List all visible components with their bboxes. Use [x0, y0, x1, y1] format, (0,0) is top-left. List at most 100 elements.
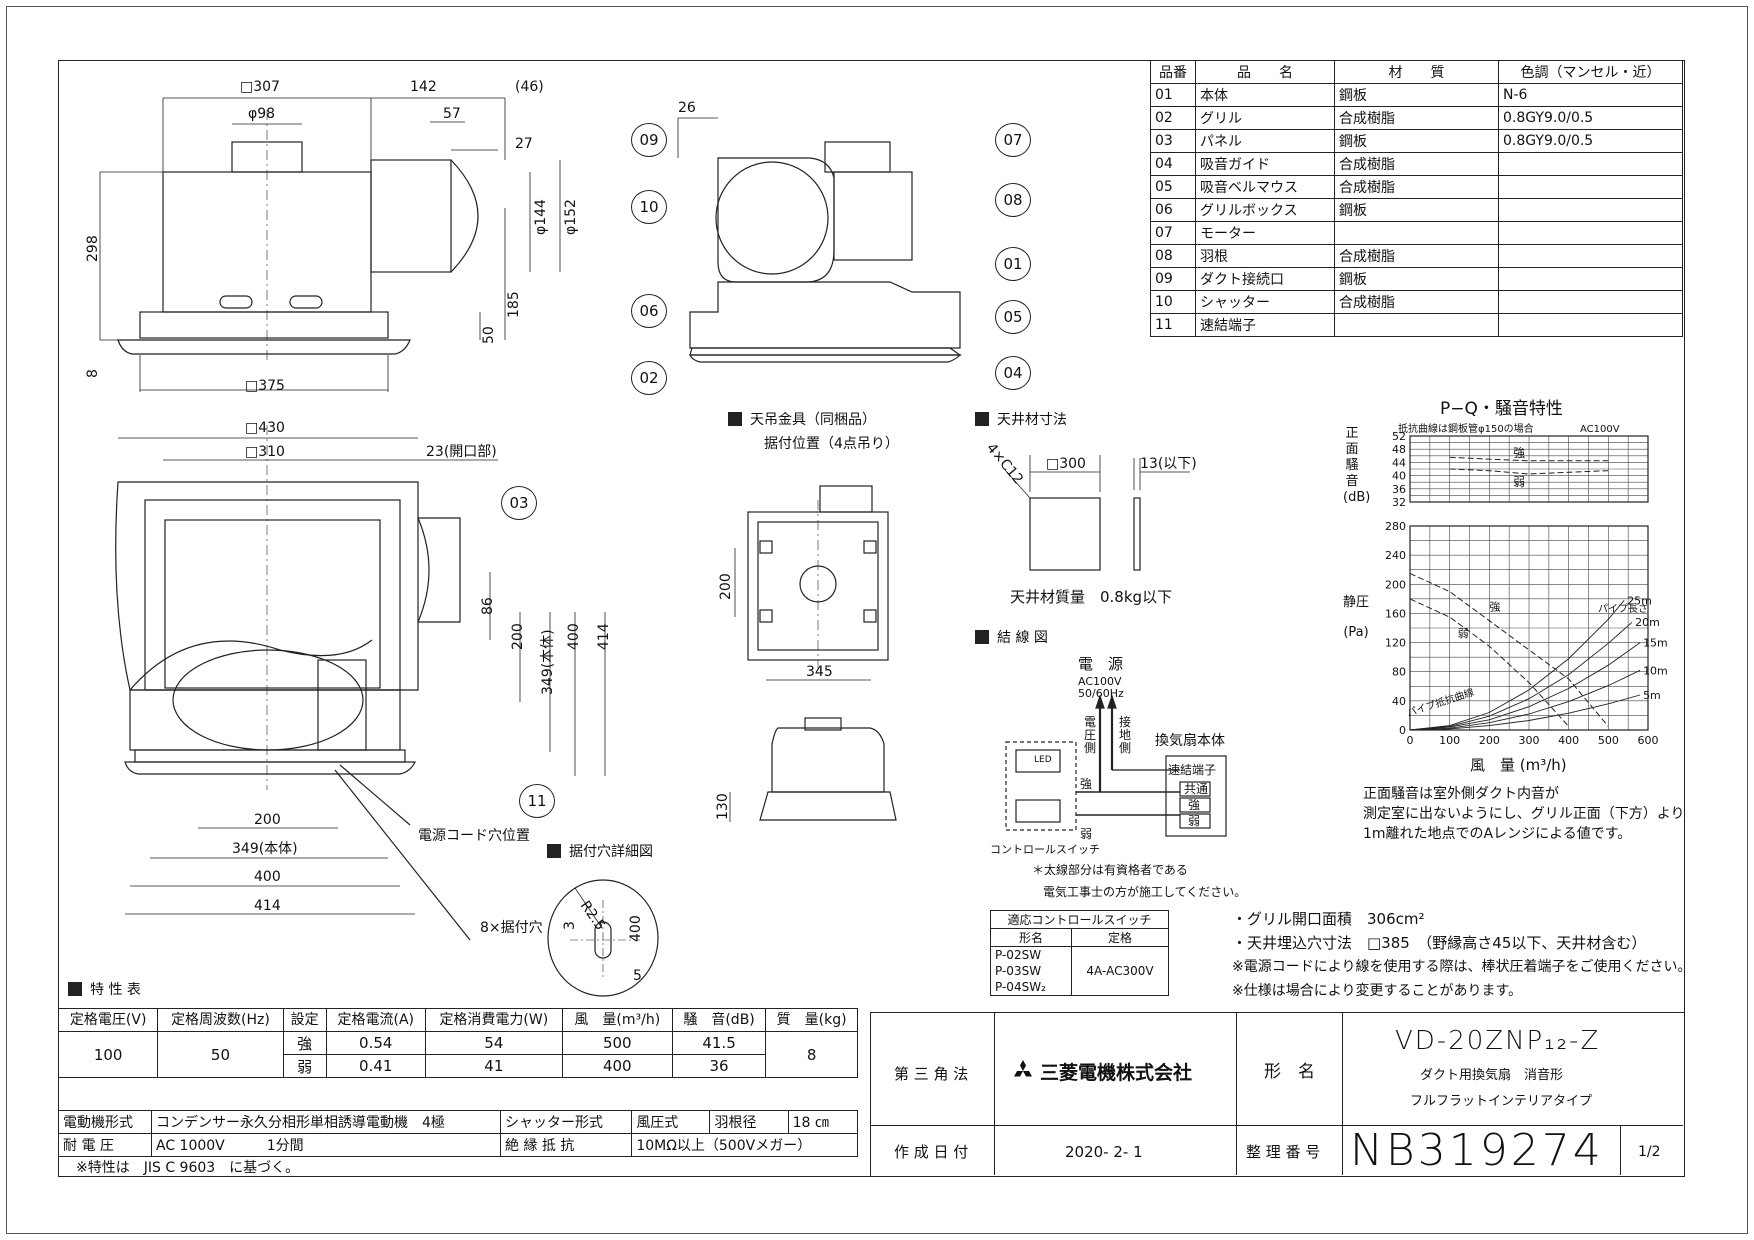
dim-349h: 349(本体): [232, 841, 298, 857]
wiring-weak-line: 弱: [1080, 827, 1093, 841]
dim-collar-paren: (46): [515, 79, 544, 95]
pressure-y-tick: 200: [1385, 578, 1406, 591]
parts-material: 鋼板: [1334, 267, 1499, 291]
parts-color: [1498, 221, 1683, 245]
hanger-dim-130: 130: [715, 793, 731, 820]
pressure-series-label: 弱: [1458, 627, 1469, 640]
dim-26: 26: [678, 100, 696, 116]
parts-color: [1498, 313, 1683, 337]
chart-supply: AC100V: [1580, 424, 1620, 435]
dim-200h: 200: [254, 812, 281, 828]
switch-table: 適応コントロールスイッチ 形名 定格 P-02SW P-03SW P-04SW₂…: [990, 910, 1169, 996]
pressure-series-label: 25m: [1627, 594, 1652, 607]
dim-414v: 414: [596, 623, 612, 650]
pressure-y-tick: 280: [1385, 520, 1406, 533]
parts-color: 0.8GY9.0/0.5: [1498, 129, 1683, 153]
chart-note-line: 測定室に出ないようにし、グリル正面（下方）より: [1363, 806, 1685, 822]
pressure-series-line: [1409, 598, 1570, 727]
parts-material: 合成樹脂: [1334, 175, 1499, 199]
note-line: ※電源コードにより線を使用する際は、棒状圧着端子をご使用ください。: [1232, 959, 1692, 975]
dim-27: 27: [515, 136, 533, 152]
noise-y-tick: 40: [1392, 470, 1406, 483]
parts-material: [1334, 221, 1499, 245]
motor-value: コンデンサー永久分相形単相誘導電動機 4極: [151, 1110, 501, 1134]
parts-name: グリル: [1195, 106, 1335, 130]
parts-color: [1498, 244, 1683, 268]
chart-pressure-ylabel: 静圧(Pa): [1343, 595, 1370, 640]
spec-footnote: ※特性は JIS C 9603 に基づく。: [76, 1160, 300, 1176]
parts-no: 07: [1150, 221, 1196, 245]
wiring-heading: 結 線 図: [975, 630, 1048, 646]
noise-y-tick: 32: [1392, 496, 1406, 509]
chart-note-line: 正面騒音は室外側ダクト内音が: [1363, 786, 1559, 802]
switch-col-model: 形名: [990, 928, 1072, 947]
company: 三菱電機株式会社: [1010, 1060, 1192, 1087]
parts-no: 02: [1150, 106, 1196, 130]
spec-noise: 36: [671, 1054, 767, 1078]
dim-86: 86: [480, 597, 496, 615]
chart-noise-note: 抵抗曲線は鋼板管φ150の場合: [1398, 424, 1534, 435]
tb-vline: [1236, 1012, 1237, 1175]
chart-note-line: 1m離れた地点でのAレンジによる値です。: [1363, 826, 1632, 842]
dim-collar: 142: [410, 79, 437, 95]
chart-legend-title: パイプ長さ: [1598, 604, 1648, 615]
noise-y-tick: 44: [1392, 456, 1406, 469]
parts-name: パネル: [1195, 129, 1335, 153]
parts-header-color: 色調（マンセル・近）: [1498, 60, 1683, 84]
dim-400h: 400: [254, 869, 281, 885]
chart-xlabel: 風 量 (m³/h): [1470, 756, 1567, 774]
parts-no: 08: [1150, 244, 1196, 268]
switch-model: P-04SW₂: [995, 980, 1046, 994]
section-marker-icon: [975, 630, 989, 644]
pressure-series-line: [1409, 621, 1633, 731]
dim-top-width: □307: [240, 79, 280, 95]
parts-color: [1498, 198, 1683, 222]
mount-detail-title: 据付穴詳細図: [569, 844, 653, 860]
detail-5: 5: [633, 968, 642, 984]
dim-bottom: □375: [245, 378, 285, 394]
number-label: 整 理 番 号: [1246, 1143, 1321, 1161]
dim-200v: 200: [510, 623, 526, 650]
detail-400: 400: [628, 915, 644, 942]
chart-title: P−Q・騒音特性: [1440, 399, 1563, 419]
company-name: 三菱電機株式会社: [1040, 1062, 1193, 1084]
motor-label: 電動機形式: [58, 1110, 152, 1134]
noise-y-tick: 48: [1392, 443, 1406, 456]
parts-no: 01: [1150, 83, 1196, 107]
ceiling-dim-300: □300: [1046, 456, 1086, 472]
pressure-series-label: 5m: [1643, 689, 1661, 702]
dim-8: 8: [85, 369, 101, 378]
part-balloon: 06: [631, 294, 667, 328]
drawing-frame: [6, 6, 1748, 1234]
spec-noise: 41.5: [671, 1031, 767, 1055]
drawing-border: [58, 60, 1685, 1177]
spec-power: 41: [424, 1054, 563, 1078]
hanger-title: 天吊金具（同梱品）: [750, 412, 876, 428]
hanger-dim-345: 345: [806, 664, 833, 680]
mitsubishi-logo-icon: [1010, 1060, 1036, 1087]
section-marker-icon: [68, 982, 82, 996]
parts-header-material: 材 質: [1334, 60, 1499, 84]
parts-no: 03: [1150, 129, 1196, 153]
x-tick: 200: [1479, 734, 1500, 747]
detail-3: 3: [562, 921, 578, 930]
date-label: 作 成 日 付: [894, 1143, 969, 1161]
part-balloon: 01: [995, 247, 1031, 281]
label-cord: 電源コード穴位置: [418, 828, 530, 844]
spec-power: 54: [424, 1031, 563, 1055]
parts-name: 吸音ベルマウス: [1195, 175, 1335, 199]
part-balloon: 11: [519, 784, 555, 818]
note-line: ・天井埋込穴寸法 □385 （野縁高さ45以下、天井材含む）: [1232, 934, 1647, 952]
spec-setting: 強: [282, 1031, 327, 1055]
parts-material: 鋼板: [1334, 198, 1499, 222]
section-marker-icon: [547, 844, 561, 858]
x-tick: 0: [1407, 734, 1414, 747]
number: NB319274: [1350, 1125, 1604, 1176]
spec-voltage: 100: [57, 1031, 159, 1078]
hanger-subtitle: 据付位置（4点吊り）: [764, 436, 899, 452]
parts-color: 0.8GY9.0/0.5: [1498, 106, 1683, 130]
spec-frequency: 50: [157, 1031, 284, 1078]
